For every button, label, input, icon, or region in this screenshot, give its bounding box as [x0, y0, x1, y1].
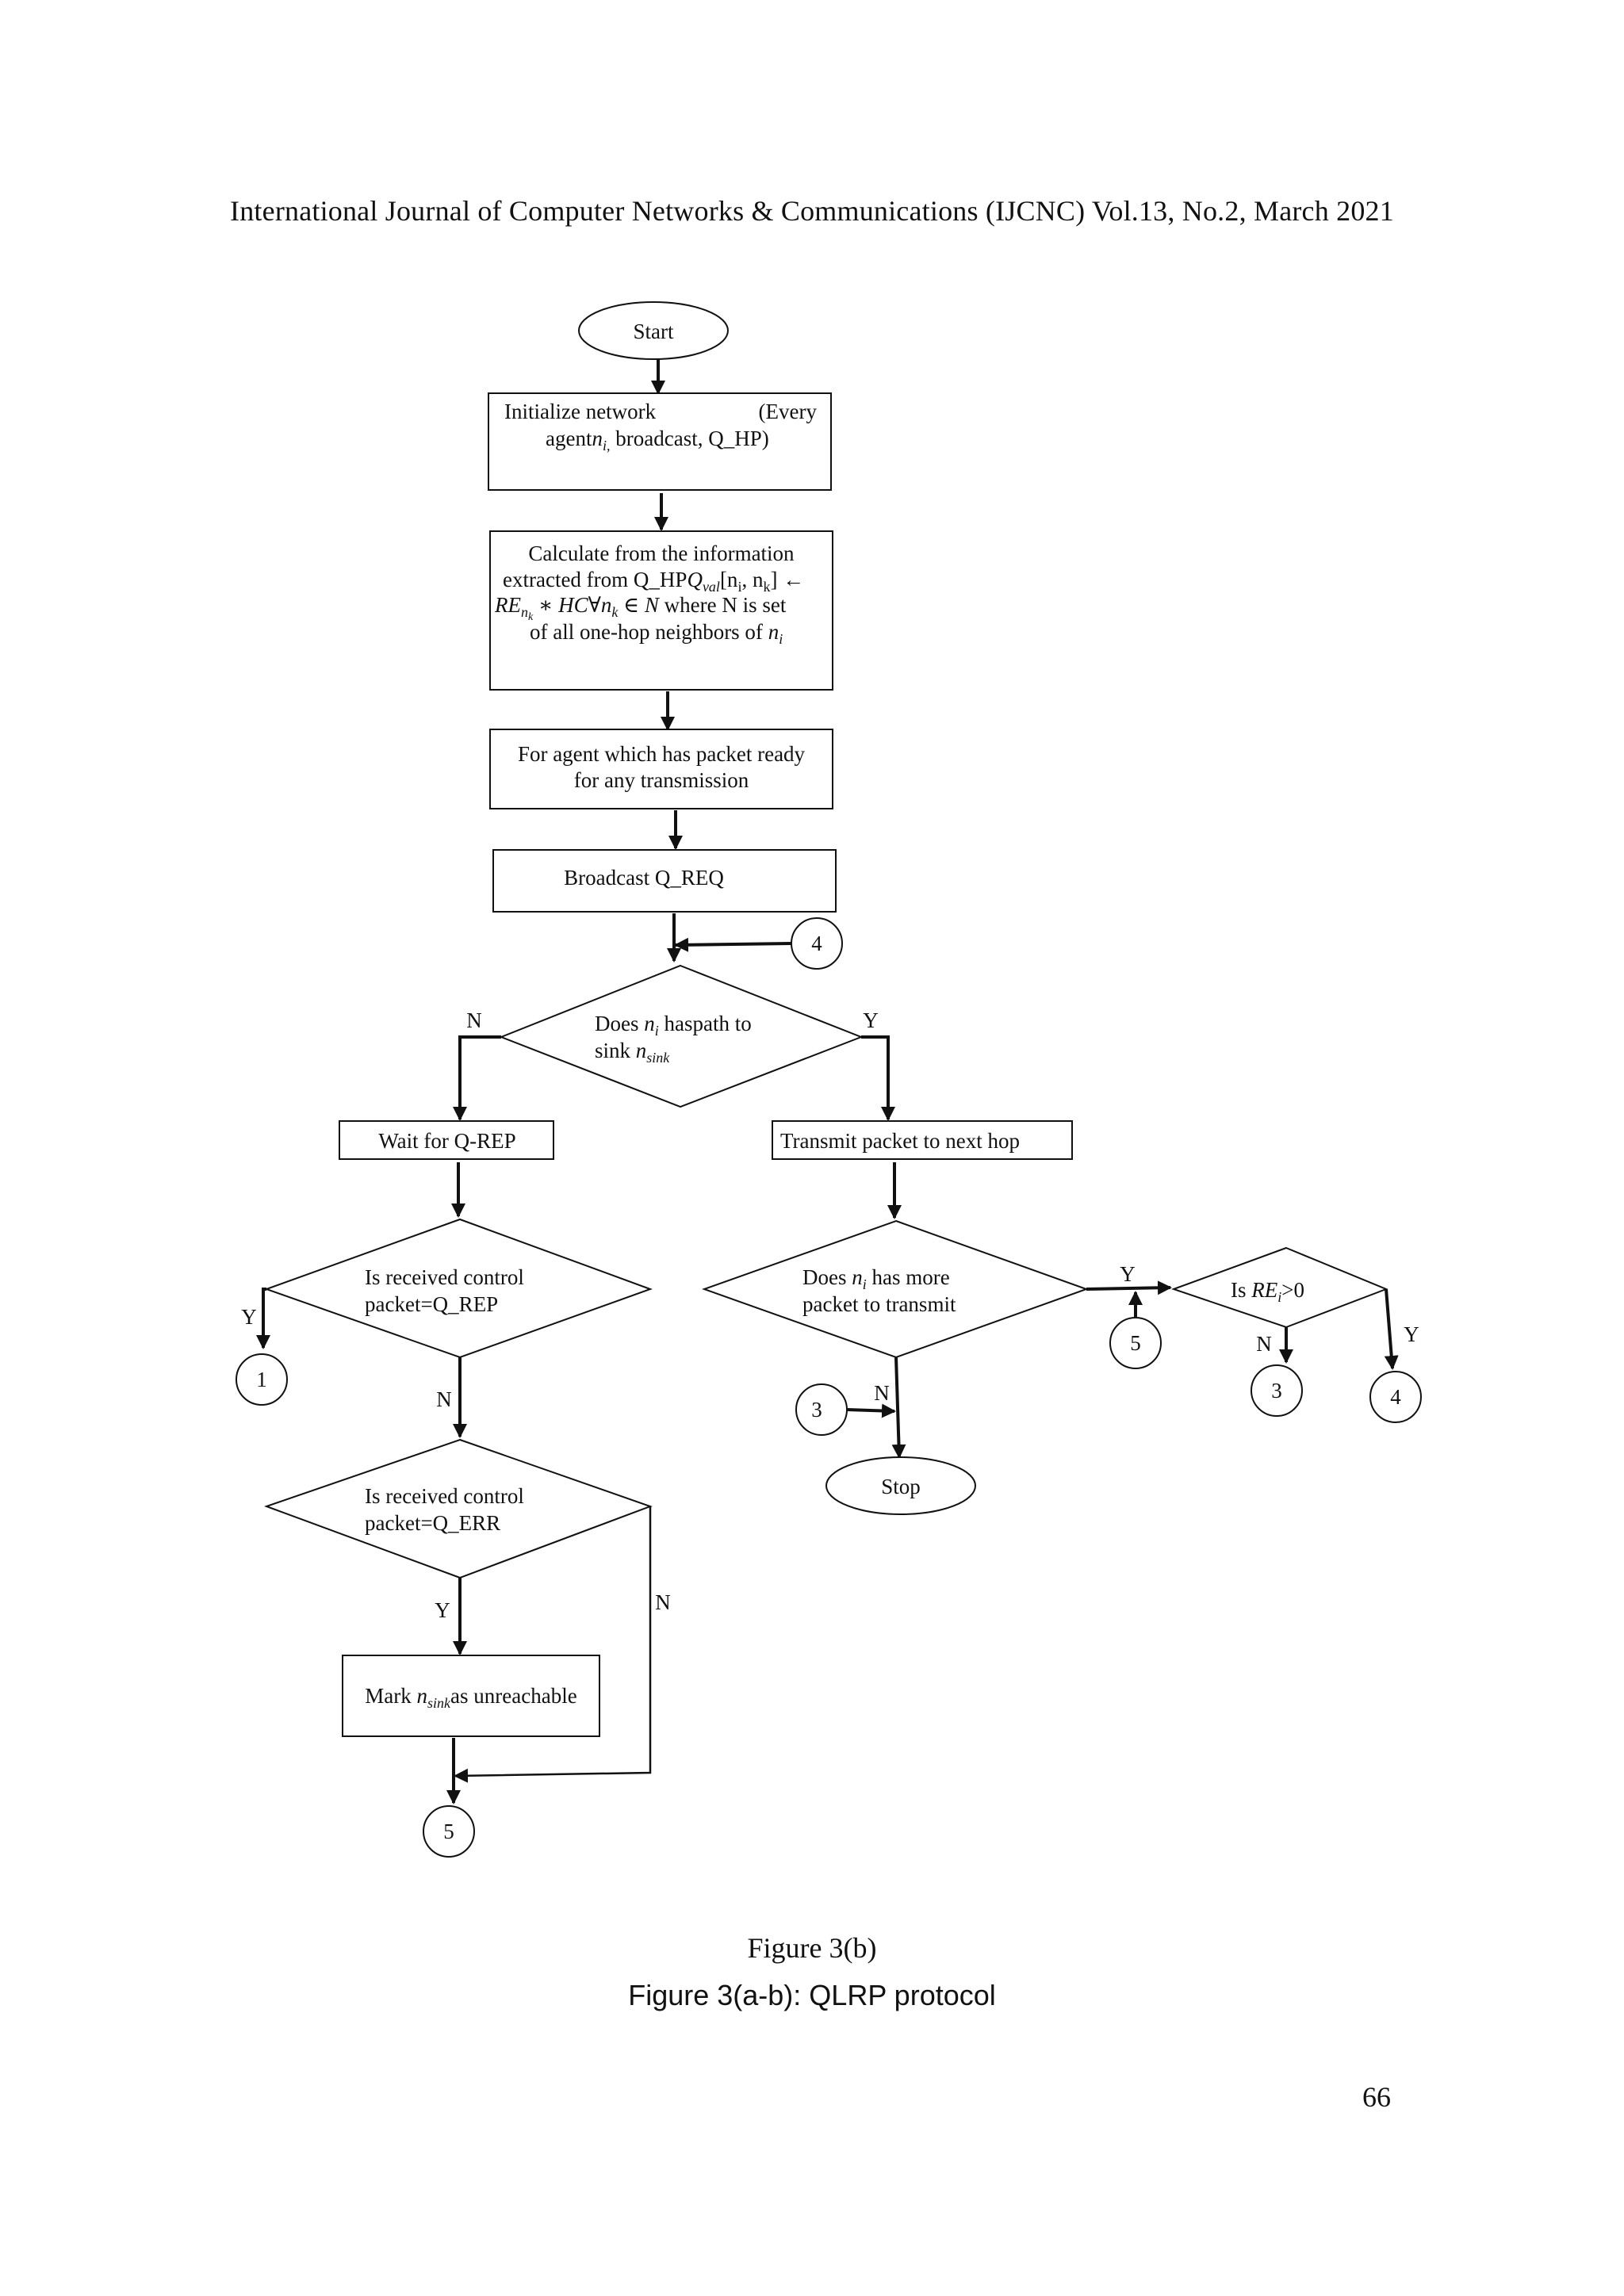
edge-err-no: [454, 1506, 652, 1783]
edge-more-yes: [1086, 1280, 1172, 1295]
connector-4-top-label: 4: [811, 932, 822, 955]
edge-connector4-merge: [674, 937, 792, 952]
figure-caption: Figure 3(a-b): QLRP protocol: [628, 1979, 996, 2011]
init-network-box: [488, 392, 832, 491]
label-y-more: Y: [1120, 1262, 1136, 1286]
connector-5-bottom: [423, 1805, 475, 1858]
transmit-label: Transmit packet to next hop: [780, 1129, 1020, 1153]
calc-line2: extracted from Q_HPQval[ni, nk] ←: [503, 568, 804, 595]
connector-1: [236, 1353, 288, 1406]
label-n-re: N: [1256, 1332, 1272, 1356]
init-label-line2: agentni, broadcast, Q_HP): [546, 427, 769, 453]
edge-re-yes: [1384, 1288, 1399, 1370]
rep-q-line2: packet=Q_REP: [365, 1292, 498, 1316]
label-y-err: Y: [435, 1598, 450, 1622]
mark-unreachable-box: [342, 1655, 600, 1737]
re-q-label: Is REi>0: [1231, 1278, 1304, 1305]
connector-5-mid-label: 5: [1130, 1331, 1141, 1355]
label-y-rep: Y: [241, 1305, 257, 1329]
broadcast-qreq-box: [492, 849, 837, 913]
edge-path-yes: [861, 1035, 895, 1121]
edge-more-no: [891, 1357, 906, 1459]
page-number: 66: [1362, 2081, 1391, 2113]
transmit-box: [772, 1120, 1073, 1160]
edge-connector3-merge: [846, 1403, 896, 1418]
label-y-re: Y: [1404, 1322, 1419, 1346]
residual-energy-decision: [1170, 1246, 1388, 1329]
err-q-line2: packet=Q_ERR: [365, 1511, 500, 1535]
start-label: Start: [634, 320, 674, 343]
figure-subcaption: Figure 3(b): [747, 1932, 877, 1964]
path-q-line2: sink nsink: [595, 1039, 670, 1066]
edge-rep-yes: [256, 1288, 270, 1349]
label-n-rep: N: [436, 1387, 452, 1411]
connector-5-bottom-label: 5: [443, 1820, 454, 1843]
init-label-left: Initialize network: [504, 400, 657, 423]
connector-3-left-label: 3: [811, 1398, 822, 1422]
connector-3-right-label: 3: [1271, 1379, 1282, 1402]
init-label-right: (Every: [759, 400, 818, 423]
rep-q-line1: Is received control: [365, 1265, 524, 1289]
label-n-more: N: [874, 1381, 890, 1405]
connector-4-right-label: 4: [1390, 1385, 1401, 1409]
more-q-line1: Does ni has more: [802, 1265, 950, 1292]
err-q-line1: Is received control: [365, 1484, 524, 1508]
journal-header: International Journal of Computer Networ…: [230, 195, 1394, 227]
connector-4-right: [1369, 1371, 1422, 1423]
qerr-decision: [264, 1438, 653, 1579]
path-to-sink-decision: [499, 964, 864, 1108]
calculate-qval-box: [489, 530, 833, 691]
broadcast-label: Broadcast Q_REQ: [564, 866, 724, 890]
wait-qrep-box: [339, 1120, 554, 1160]
edge-path-no: [453, 1035, 501, 1121]
start-terminal: [578, 301, 729, 360]
packet-ready-box: [489, 729, 833, 809]
label-n-err: N: [655, 1590, 671, 1614]
connector-1-label: 1: [256, 1368, 267, 1391]
label-y-path: Y: [863, 1008, 879, 1032]
calc-line4: of all one-hop neighbors of ni: [530, 620, 783, 647]
wait-qrep-label: Wait for Q-REP: [378, 1129, 515, 1153]
stop-label: Stop: [881, 1475, 921, 1498]
ready-line1: For agent which has packet ready: [518, 742, 806, 766]
path-q-line1: Does ni haspath to: [595, 1012, 752, 1039]
calc-line1: Calculate from the information: [528, 541, 795, 565]
ready-line2: for any transmission: [574, 768, 749, 792]
stop-terminal: [825, 1456, 976, 1515]
more-q-line2: packet to transmit: [802, 1292, 956, 1316]
more-packets-decision: [702, 1219, 1089, 1359]
mark-label: Mark nsinkas unreachable: [365, 1684, 576, 1711]
connector-3-right: [1251, 1364, 1303, 1417]
calc-line3: REnk ∗ HC∀nk ∈ N where N is set: [494, 593, 787, 623]
label-n-path: N: [466, 1008, 482, 1032]
